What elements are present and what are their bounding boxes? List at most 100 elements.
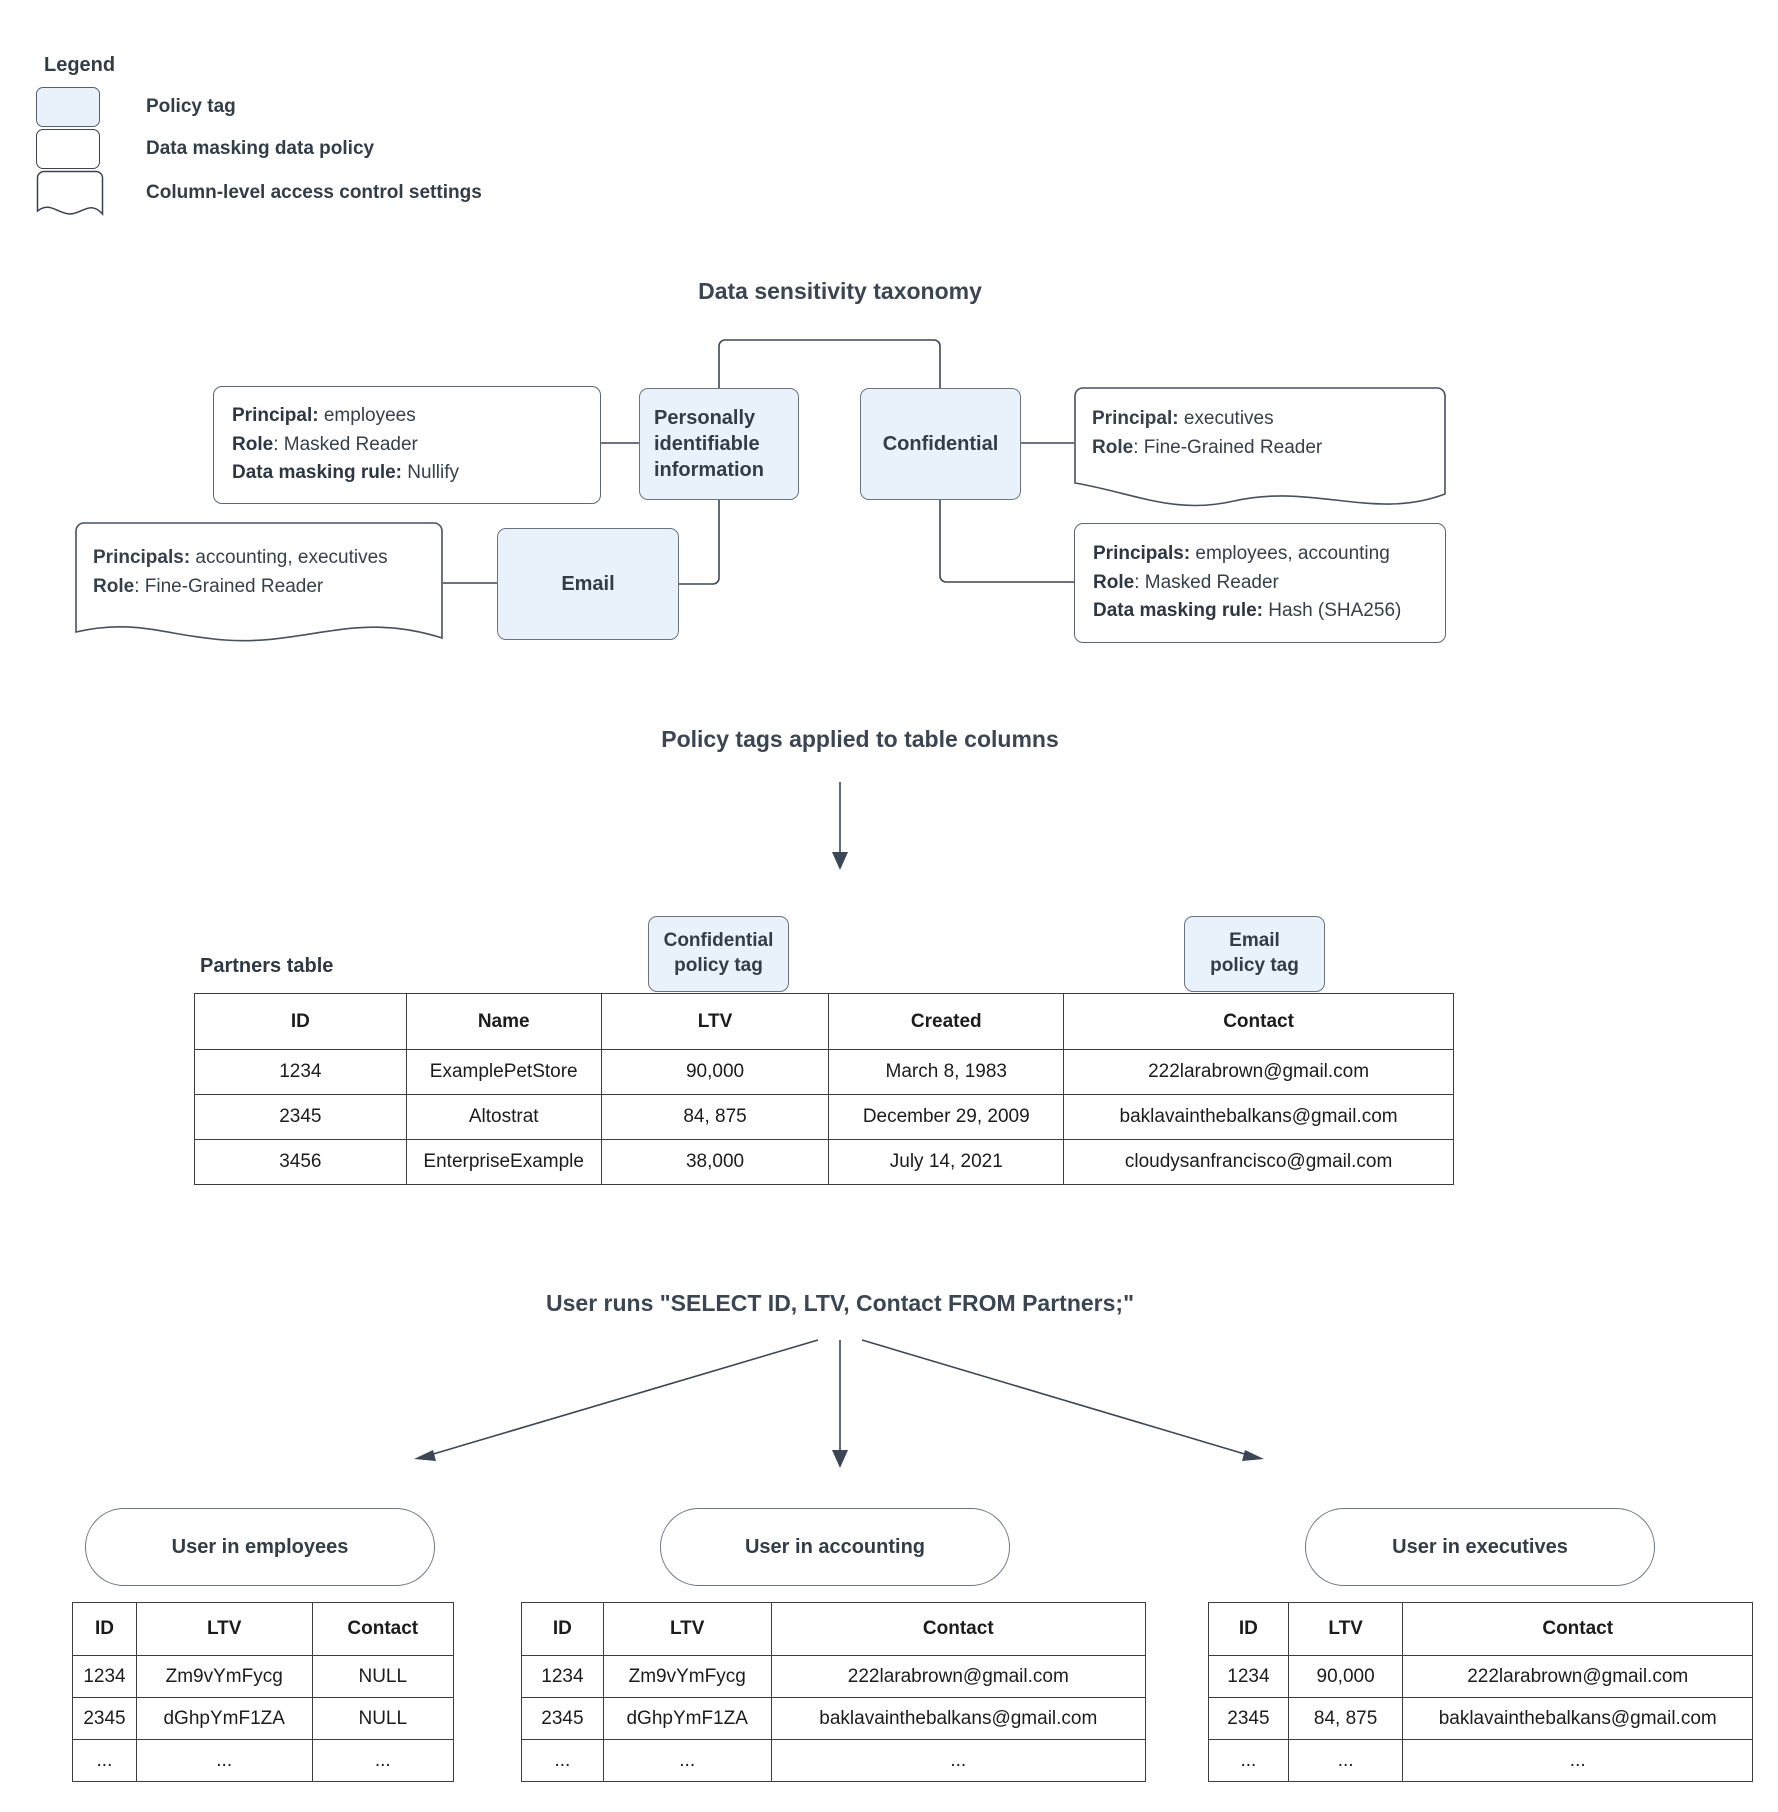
cell-name: EnterpriseExample: [405, 1139, 602, 1185]
result-table-executives-wrapper: ID LTV Contact 1234 90,000 222larabrown@…: [1208, 1602, 1753, 1782]
cell-ltv: Zm9vYmFycg: [602, 1655, 772, 1698]
policy-tag-node-confidential[interactable]: Confidential: [860, 388, 1021, 500]
cell-id: ...: [72, 1739, 137, 1782]
result-table-accounting-wrapper: ID LTV Contact 1234 Zm9vYmFycg 222larabr…: [521, 1602, 1147, 1782]
cell-ltv: 90,000: [1287, 1655, 1404, 1698]
result-col-contact: Contact: [770, 1602, 1147, 1656]
cell-id: 3456: [194, 1139, 407, 1185]
result-pill-accounting-label: User in accounting: [744, 1535, 926, 1558]
cell-ltv: ...: [135, 1739, 313, 1782]
cell-id: 1234: [72, 1655, 137, 1698]
legend-item-column-access: Column-level access control settings: [36, 170, 482, 216]
cell-contact: ...: [1402, 1739, 1753, 1782]
result-pill-accounting[interactable]: User in accounting: [660, 1508, 1010, 1586]
email-policy-tag-badge[interactable]: Email policy tag: [1184, 916, 1325, 992]
result-col-ltv: LTV: [602, 1602, 772, 1656]
partners-col-name: Name: [405, 993, 602, 1050]
result-col-id: ID: [72, 1602, 137, 1656]
cell-id: 2345: [194, 1094, 407, 1140]
pii-policy-line-1-val: employees: [318, 405, 416, 427]
confidential-policy-tag-badge[interactable]: Confidential policy tag: [648, 916, 789, 992]
cell-ltv: dGhpYmF1ZA: [602, 1697, 772, 1740]
legend-label-column-access: Column-level access control settings: [146, 182, 482, 203]
conf-policy-line-3-key: Data masking rule:: [1093, 600, 1263, 622]
table-row: ... ... ...: [72, 1739, 455, 1782]
conf-policy-line-3-val: Hash (SHA256): [1263, 600, 1402, 622]
cell-name: ExamplePetStore: [405, 1049, 602, 1095]
result-col-id: ID: [521, 1602, 604, 1656]
email-ac-line-1-key: Principals:: [93, 547, 191, 568]
arrow-head-icon: [1242, 1450, 1264, 1461]
table-row: 1234 ExamplePetStore 90,000 March 8, 198…: [194, 1049, 1454, 1095]
cell-contact: 222larabrown@gmail.com: [1402, 1655, 1753, 1698]
cell-ltv: 90,000: [600, 1049, 830, 1095]
table-row: 2345 dGhpYmF1ZA NULL: [72, 1697, 455, 1740]
partners-col-created: Created: [828, 993, 1065, 1050]
result-pill-employees[interactable]: User in employees: [85, 1508, 435, 1586]
cell-id: ...: [521, 1739, 604, 1782]
document-wave-shape-icon: [1074, 387, 1446, 507]
policy-tag-node-pii-label: Personally identifiable information: [654, 407, 764, 481]
conf-ac-line-2-key: Role: [1092, 436, 1134, 458]
cell-contact: baklavainthebalkans@gmail.com: [1402, 1697, 1753, 1740]
cell-contact: NULL: [311, 1697, 455, 1740]
pii-policy-line-2-val: : Masked Reader: [273, 433, 418, 455]
applied-section-title: Policy tags applied to table columns: [661, 726, 1059, 752]
result-pill-executives[interactable]: User in executives: [1305, 1508, 1655, 1586]
pii-policy-line-3: Data masking rule: Nullify: [232, 459, 582, 488]
cell-ltv: 84, 875: [600, 1094, 830, 1140]
result-header-row: ID LTV Contact: [521, 1602, 1147, 1656]
data-masking-policy-swatch: [36, 129, 100, 169]
conf-ac-line-1-key: Principal:: [1092, 408, 1179, 429]
result-col-ltv: LTV: [1287, 1602, 1404, 1656]
conf-policy-line-1: Principals: employees, accounting: [1093, 540, 1427, 569]
pii-data-masking-policy-box: Principal: employees Role: Masked Reader…: [213, 386, 601, 504]
table-row: 2345 dGhpYmF1ZA baklavainthebalkans@gmai…: [521, 1697, 1147, 1740]
confidential-column-access-control-box: Principal: executives Role: Fine-Grained…: [1074, 387, 1446, 509]
cell-ltv: dGhpYmF1ZA: [135, 1697, 313, 1740]
cell-id: 1234: [1208, 1655, 1289, 1698]
conf-ac-line-1: Principal: executives: [1092, 405, 1428, 434]
email-ac-line-1: Principals: accounting, executives: [93, 544, 425, 573]
pii-policy-line-3-val: Nullify: [402, 462, 460, 484]
table-row: 2345 84, 875 baklavainthebalkans@gmail.c…: [1208, 1697, 1753, 1740]
policy-tag-node-email-label: Email: [561, 573, 615, 595]
result-header-row: ID LTV Contact: [72, 1602, 455, 1656]
cell-ltv: 84, 875: [1287, 1697, 1404, 1740]
result-col-contact: Contact: [311, 1602, 455, 1656]
conf-policy-line-1-key: Principals:: [1093, 543, 1191, 565]
result-table-employees: ID LTV Contact 1234 Zm9vYmFycg NULL 2345…: [72, 1602, 455, 1782]
conf-ac-line-2: Role: Fine-Grained Reader: [1092, 434, 1428, 463]
email-ac-line-1-val: accounting, executives: [190, 547, 388, 568]
document-wave-shape-icon: [75, 522, 443, 642]
legend-title: Legend: [44, 54, 116, 76]
email-policy-tag-badge-line1: Email: [1229, 930, 1280, 952]
legend-item-policy-tag: Policy tag: [36, 87, 236, 127]
arrow-head-icon: [832, 852, 848, 870]
policy-tag-node-pii[interactable]: Personally identifiable information: [639, 388, 799, 500]
confidential-access-control-text: Principal: executives Role: Fine-Grained…: [1074, 387, 1446, 509]
cell-created: July 14, 2021: [828, 1139, 1065, 1185]
result-col-ltv: LTV: [135, 1602, 313, 1656]
cell-contact: baklavainthebalkans@gmail.com: [770, 1697, 1147, 1740]
table-row: 1234 Zm9vYmFycg 222larabrown@gmail.com: [521, 1655, 1147, 1698]
confidential-data-masking-policy-box: Principals: employees, accounting Role: …: [1074, 523, 1446, 643]
cell-id: 2345: [521, 1697, 604, 1740]
email-ac-line-2-key: Role: [93, 575, 135, 597]
policy-tag-node-confidential-label: Confidential: [882, 433, 999, 455]
cell-contact: ...: [311, 1739, 455, 1782]
conf-ac-line-1-val: executives: [1178, 408, 1274, 429]
policy-tag-node-email[interactable]: Email: [497, 528, 679, 640]
pii-policy-line-1: Principal: employees: [232, 402, 582, 431]
table-row: 1234 Zm9vYmFycg NULL: [72, 1655, 455, 1698]
pii-policy-line-3-key: Data masking rule:: [232, 462, 402, 484]
partners-table-wrapper: ID Name LTV Created Contact 1234 Example…: [194, 993, 1454, 1185]
cell-contact: cloudysanfrancisco@gmail.com: [1063, 1139, 1454, 1185]
cell-contact: 222larabrown@gmail.com: [770, 1655, 1147, 1698]
result-table-executives: ID LTV Contact 1234 90,000 222larabrown@…: [1208, 1602, 1753, 1782]
email-ac-line-2: Role: Fine-Grained Reader: [93, 573, 425, 602]
cell-ltv: Zm9vYmFycg: [135, 1655, 313, 1698]
